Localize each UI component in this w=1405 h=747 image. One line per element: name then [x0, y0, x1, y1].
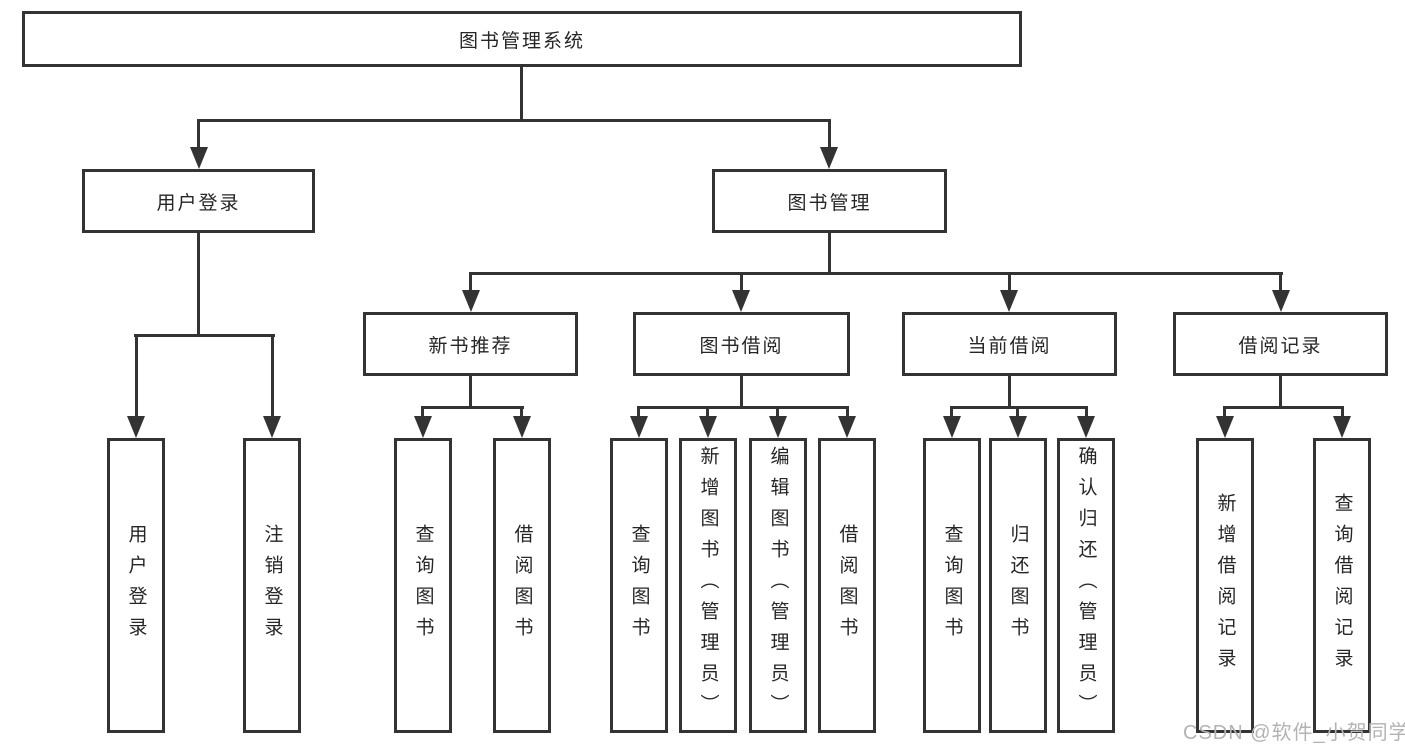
- node-label: 用户登录: [156, 192, 241, 214]
- connector-line: [1279, 272, 1282, 292]
- leaf-label: 查询图书: [412, 523, 434, 648]
- connector-line: [1223, 406, 1226, 420]
- leaf-rec-borrow-books: 借阅图书: [493, 438, 551, 733]
- leaf-label: 借阅图书: [836, 523, 858, 648]
- leaf-cb-confirm-return-admin: 确认归还（管理员）: [1057, 438, 1115, 733]
- leaf-label: 查询图书: [628, 523, 650, 648]
- leaf-rec-query-books: 查询图书: [394, 438, 452, 733]
- connector-line: [469, 272, 472, 292]
- connector-line: [469, 374, 472, 409]
- connector-line: [950, 406, 953, 420]
- connector-line: [197, 231, 200, 336]
- arrow-down-icon: [462, 290, 480, 312]
- watermark: CSDN @软件_小贺同学: [1183, 722, 1405, 744]
- leaf-bb-add-books-admin: 新增图书（管理员）: [679, 438, 737, 733]
- leaf-user-login: 用户登录: [107, 438, 165, 733]
- connector-line: [828, 119, 831, 149]
- connector-line: [740, 272, 743, 292]
- arrow-down-icon: [414, 416, 432, 438]
- connector-line: [421, 406, 524, 409]
- arrow-down-icon: [1216, 416, 1234, 438]
- leaf-label: 归还图书: [1007, 523, 1029, 648]
- node-borrowing-records: 借阅记录: [1173, 312, 1388, 376]
- node-book-management: 图书管理: [712, 169, 947, 233]
- leaf-label: 查询图书: [941, 523, 963, 648]
- arrow-down-icon: [1077, 416, 1095, 438]
- leaf-label: 借阅图书: [511, 523, 533, 648]
- connector-line: [271, 334, 274, 420]
- node-library-management-system: 图书管理系统: [22, 11, 1022, 67]
- node-label: 当前借阅: [967, 335, 1052, 357]
- arrow-down-icon: [1333, 416, 1351, 438]
- connector-line: [1279, 374, 1282, 409]
- arrow-down-icon: [699, 416, 717, 438]
- node-new-book-recommendation: 新书推荐: [363, 312, 578, 376]
- connector-line: [776, 406, 779, 420]
- leaf-br-add-record: 新增借阅记录: [1196, 438, 1254, 733]
- arrow-down-icon: [943, 416, 961, 438]
- connector-line: [134, 334, 275, 337]
- connector-line: [520, 65, 523, 121]
- arrow-down-icon: [630, 416, 648, 438]
- node-user-login: 用户登录: [82, 169, 315, 233]
- node-label: 图书管理系统: [458, 30, 585, 52]
- arrow-down-icon: [769, 416, 787, 438]
- connector-line: [1008, 272, 1011, 292]
- arrow-down-icon: [732, 290, 750, 312]
- node-label: 新书推荐: [428, 335, 513, 357]
- node-current-borrowing: 当前借阅: [902, 312, 1117, 376]
- leaf-label: 确认归还（管理员）: [1075, 446, 1097, 725]
- arrow-down-icon: [513, 416, 531, 438]
- node-book-borrowing: 图书借阅: [633, 312, 850, 376]
- arrow-down-icon: [1000, 290, 1018, 312]
- arrow-down-icon: [820, 147, 838, 169]
- arrow-down-icon: [127, 416, 145, 438]
- connector-line: [1008, 374, 1011, 409]
- connector-line: [846, 406, 849, 420]
- leaf-label: 查询借阅记录: [1331, 492, 1353, 679]
- arrow-down-icon: [263, 416, 281, 438]
- node-label: 图书借阅: [699, 335, 784, 357]
- connector-line: [197, 119, 831, 122]
- connector-line: [1085, 406, 1088, 420]
- leaf-br-query-record: 查询借阅记录: [1313, 438, 1371, 733]
- connector-line: [1341, 406, 1344, 420]
- arrow-down-icon: [1272, 290, 1290, 312]
- leaf-bb-borrow-books: 借阅图书: [818, 438, 876, 733]
- connector-line: [637, 406, 849, 409]
- connector-line: [197, 119, 200, 149]
- connector-line: [1016, 406, 1019, 420]
- arrow-down-icon: [838, 416, 856, 438]
- leaf-label: 用户登录: [125, 523, 147, 648]
- leaf-cb-return-books: 归还图书: [989, 438, 1047, 733]
- leaf-label: 编辑图书（管理员）: [767, 446, 789, 725]
- connector-line: [706, 406, 709, 420]
- leaf-logout: 注销登录: [243, 438, 301, 733]
- leaf-bb-edit-books-admin: 编辑图书（管理员）: [749, 438, 807, 733]
- leaf-label: 新增借阅记录: [1214, 492, 1236, 679]
- node-label: 图书管理: [787, 192, 872, 214]
- leaf-label: 新增图书（管理员）: [697, 446, 719, 725]
- connector-line: [421, 406, 424, 420]
- arrow-down-icon: [1009, 416, 1027, 438]
- connector-line: [469, 272, 1283, 275]
- connector-line: [950, 406, 1088, 409]
- connector-line: [637, 406, 640, 420]
- connector-line: [740, 374, 743, 409]
- node-label: 借阅记录: [1238, 335, 1323, 357]
- leaf-cb-query-books: 查询图书: [923, 438, 981, 733]
- arrow-down-icon: [190, 147, 208, 169]
- connector-line: [135, 334, 138, 420]
- connector-line: [1223, 406, 1344, 409]
- connector-line: [828, 231, 831, 274]
- leaf-label: 注销登录: [261, 523, 283, 648]
- connector-line: [520, 406, 523, 420]
- leaf-bb-query-books: 查询图书: [610, 438, 668, 733]
